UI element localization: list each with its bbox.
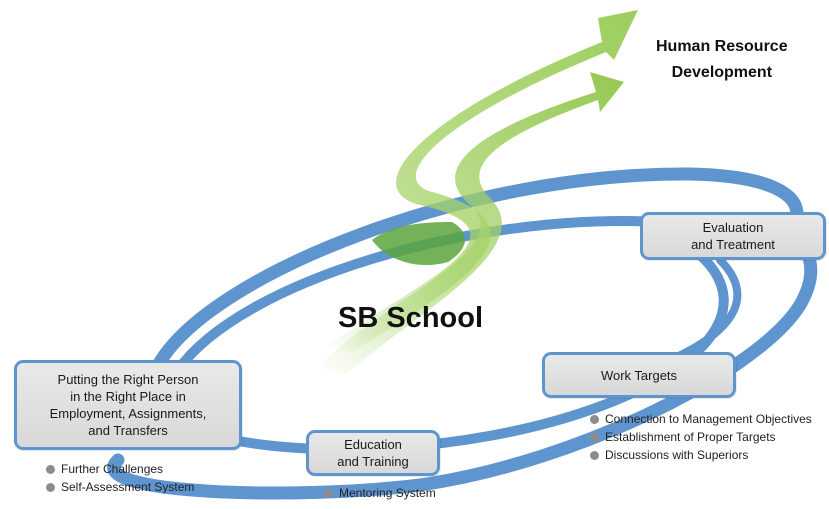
box-evaluation-treatment: Evaluation and Treatment [640,212,826,260]
bullet-dot-icon [590,450,599,460]
education-bullets: Mentoring System [324,484,436,502]
box-education-line-1: Education [344,437,402,452]
bullet-item: Further Challenges [46,460,194,478]
bullet-dot-icon [590,414,599,424]
box-education-line-2: and Training [337,454,409,469]
box-placement-line-1: Putting the Right Person [57,372,199,387]
box-placement-line-2: in the Right Place in [70,389,186,404]
placement-bullets: Further Challenges Self-Assessment Syste… [46,460,194,496]
bullet-item: Discussions with Superiors [590,446,812,464]
blue-loop-back [153,167,804,375]
loop-back-inner [173,216,665,375]
loop-front-inner [195,250,729,455]
loop-back-outer [153,167,804,369]
box-work-targets: Work Targets [542,352,736,398]
loop-front-outer [107,225,818,500]
box-evaluation-line-2: and Treatment [691,237,775,252]
green-arrows [318,10,638,375]
bullet-dot-icon [46,482,55,492]
work-targets-bullets: Connection to Management Objectives Esta… [590,410,812,464]
box-education-training: Education and Training [306,430,440,476]
green-spiral-overlap [372,222,466,266]
box-evaluation-line-1: Evaluation [702,220,764,235]
center-title: SB School [338,302,484,334]
bullet-item: Connection to Management Objectives [590,410,812,428]
heading-human-resource-development: Human Resource Development [656,34,788,86]
bullet-item: Self-Assessment System [46,478,194,496]
heading-line-1: Human Resource [656,38,788,55]
heading-line-2: Development [671,64,773,81]
green-arrow-upper [326,10,638,352]
bullet-dot-icon [590,432,599,442]
bullet-dot-icon [46,464,55,474]
box-right-person-right-place: Putting the Right Person in the Right Pl… [14,360,242,450]
bullet-item: Establishment of Proper Targets [590,428,812,446]
box-placement-line-4: and Transfers [88,423,168,438]
box-placement-line-3: Employment, Assignments, [49,406,207,421]
bullet-dot-icon [324,488,333,498]
box-work-targets-line-1: Work Targets [600,367,678,383]
bullet-item: Mentoring System [324,484,436,502]
